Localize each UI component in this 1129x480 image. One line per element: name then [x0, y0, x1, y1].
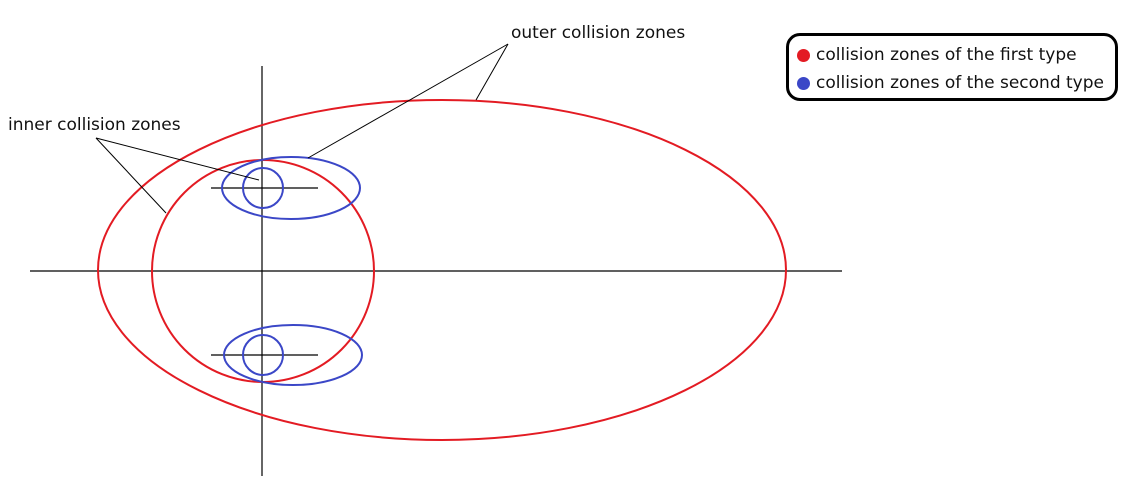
legend-label-second-type: collision zones of the second type: [816, 72, 1104, 93]
inner-zones-label: inner collision zones: [8, 115, 181, 135]
upper-outer-ellipse-second-type: [221, 156, 361, 220]
red-dot-icon: [797, 48, 810, 62]
upper-inner-circle-second-type: [242, 167, 284, 209]
legend: collision zones of the first type collis…: [786, 33, 1118, 101]
lower-outer-ellipse-second-type: [223, 324, 363, 386]
legend-item-first-type: collision zones of the first type: [797, 41, 1107, 69]
inner-label-leader-2: [95, 137, 167, 214]
legend-label-first-type: collision zones of the first type: [816, 44, 1077, 65]
outer-label-leader-2: [307, 43, 509, 159]
outer-zones-label: outer collision zones: [511, 23, 685, 43]
outer-label-leader-1: [475, 43, 509, 101]
legend-item-second-type: collision zones of the second type: [797, 69, 1107, 97]
blue-dot-icon: [797, 76, 810, 90]
outer-ellipse-first-type: [97, 99, 787, 441]
lower-inner-circle-second-type: [242, 334, 284, 376]
inner-label-leader-1: [95, 137, 260, 181]
